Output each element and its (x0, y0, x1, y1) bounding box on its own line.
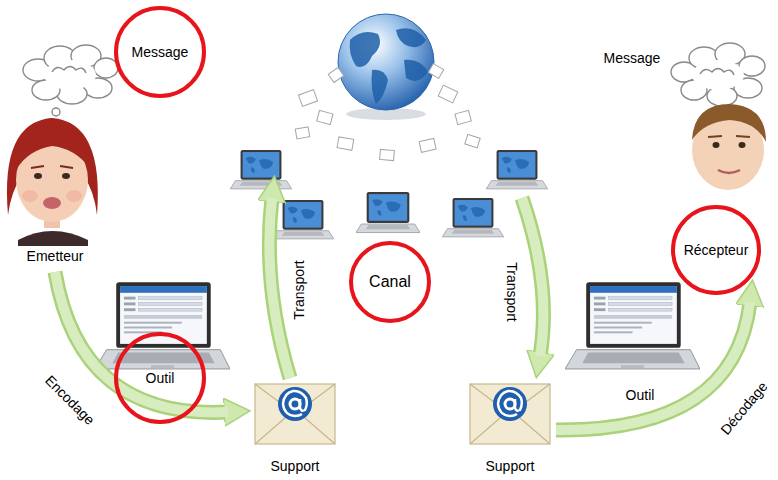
globe (404, 60, 428, 81)
network-laptop (230, 150, 547, 239)
sender-portrait (18, 231, 88, 246)
network-laptop (230, 150, 291, 189)
circled-label: Récepteur (682, 242, 751, 258)
thought-cloud (94, 58, 118, 78)
sender-portrait (31, 166, 73, 168)
network-laptop (272, 200, 333, 239)
part-label: Emetteur (25, 248, 86, 264)
part-label: Encodage (41, 371, 100, 430)
flow-arrow (556, 302, 750, 430)
network-laptop (356, 192, 420, 233)
paper-sheet (298, 90, 317, 107)
part-label: Transport (291, 258, 307, 321)
part-label: Décodage (716, 377, 772, 439)
sender-portrait (43, 197, 61, 209)
email-envelope (470, 418, 550, 444)
email-envelope (283, 391, 307, 416)
part-label: Support (268, 458, 321, 474)
thought-cloud (692, 60, 744, 90)
sender-portrait (16, 134, 90, 170)
network-laptop (486, 150, 547, 189)
email-envelope (493, 387, 527, 421)
email-envelope (255, 384, 335, 444)
highlight-circle: Message (113, 5, 207, 99)
receiver-portrait (692, 104, 766, 190)
network-laptop (442, 198, 503, 237)
tool-laptop (95, 282, 230, 369)
paper-sheet (438, 85, 458, 103)
circle-outline (116, 334, 204, 422)
paper-sheet (455, 110, 471, 124)
globe (350, 32, 380, 67)
email-envelope (470, 384, 550, 444)
part-label: Outil (624, 387, 657, 403)
thought-cloud (23, 45, 118, 125)
receiver-portrait (713, 142, 720, 148)
thought-cloud (671, 43, 765, 116)
highlight-circle: Outil (113, 331, 207, 425)
sender-portrait (62, 173, 70, 179)
paper-sheet (465, 134, 480, 148)
receiver-portrait (692, 104, 766, 142)
thought-cloud (700, 69, 734, 76)
part-label: Message (602, 50, 663, 66)
email-envelope (290, 399, 300, 409)
paper-sheet (295, 127, 310, 139)
receiver-portrait (708, 136, 750, 137)
email-envelope (255, 418, 335, 444)
receiver-portrait (718, 170, 740, 173)
circled-label: Outil (144, 370, 177, 386)
flow-arrow (556, 302, 750, 430)
flow-arrow (269, 198, 290, 378)
sender-portrait (22, 190, 38, 202)
email-envelope (255, 384, 335, 444)
paper-sheet (328, 67, 344, 82)
receiver-portrait (739, 142, 746, 148)
paper-sheet (337, 137, 354, 150)
highlight-circle: Canal (348, 240, 432, 324)
sender-portrait (7, 118, 98, 246)
flow-arrow (269, 198, 290, 378)
thought-cloud (52, 67, 86, 74)
highlight-circle: Récepteur (670, 204, 762, 296)
email-envelope (505, 399, 515, 409)
part-label: Support (483, 458, 536, 474)
email-envelope (278, 387, 312, 421)
tool-laptop (95, 282, 700, 369)
paper-sheet (317, 110, 333, 124)
globe (396, 28, 426, 47)
circle-outline (116, 8, 204, 96)
circled-label: Message (130, 44, 191, 60)
thought-cloud (52, 108, 60, 116)
globe (338, 14, 434, 110)
sender-portrait (34, 173, 42, 179)
paper-sheet (428, 64, 443, 79)
flow-arrow (522, 198, 543, 356)
paper-sheet (380, 149, 395, 160)
circle-outline (673, 207, 759, 293)
tool-laptop (565, 282, 700, 369)
circled-label: Canal (367, 273, 413, 291)
sender-portrait (66, 190, 82, 202)
globe (372, 70, 389, 104)
globe (338, 14, 434, 120)
flow-arrow (55, 198, 750, 430)
flow-arrow (522, 198, 543, 356)
email-envelope (498, 391, 522, 416)
part-label: Transport (504, 260, 520, 323)
paper-sheet (419, 138, 436, 152)
paper-sheet (295, 64, 480, 161)
circle-outline (351, 243, 429, 321)
email-envelope (470, 384, 550, 444)
thought-cloud (44, 60, 96, 90)
